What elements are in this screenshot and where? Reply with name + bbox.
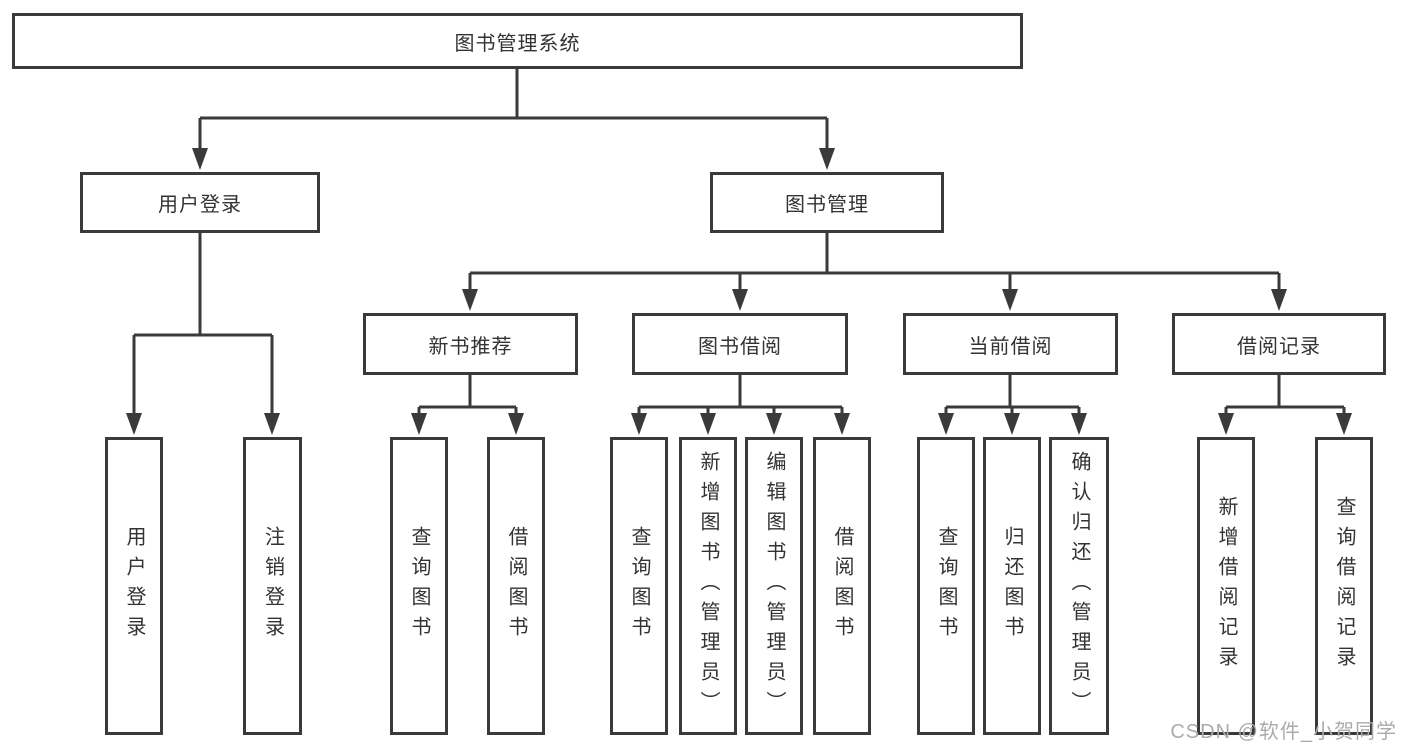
node-new-book-recommend: 新书推荐 [363,313,578,375]
csdn-watermark: CSDN @软件_小贺同学 [1170,721,1397,743]
node-leaf-user-login: 用户登录 [105,437,163,735]
node-user-login: 用户登录 [80,172,320,233]
node-book-management: 图书管理 [710,172,944,233]
connector-root-to-level1 [192,69,835,170]
connector-new-book-children [411,375,524,435]
connector-book-mgmt-children [462,233,1287,311]
connector-book-borrow-children [631,375,850,435]
node-leaf-bb-edit-books-admin: 编辑图书（管理员） [745,437,803,735]
node-leaf-br-add-record: 新增借阅记录 [1197,437,1255,735]
node-leaf-logout: 注销登录 [243,437,302,735]
connector-borrow-records-children [1218,375,1352,435]
node-leaf-br-query-record: 查询借阅记录 [1315,437,1373,735]
node-leaf-nb-borrow-books: 借阅图书 [487,437,545,735]
node-leaf-cb-confirm-return-admin: 确认归还（管理员） [1049,437,1109,735]
node-leaf-bb-query-books: 查询图书 [610,437,668,735]
node-leaf-cb-query-books: 查询图书 [917,437,975,735]
node-current-borrow: 当前借阅 [903,313,1118,375]
node-leaf-bb-borrow-books: 借阅图书 [813,437,871,735]
node-leaf-nb-query-books: 查询图书 [390,437,448,735]
connector-user-login-children [126,233,280,435]
connector-current-borrow-children [938,375,1087,435]
node-root-system: 图书管理系统 [12,13,1023,69]
node-leaf-bb-add-books-admin: 新增图书（管理员） [679,437,737,735]
node-borrow-records: 借阅记录 [1172,313,1386,375]
node-leaf-cb-return-books: 归还图书 [983,437,1041,735]
node-book-borrow: 图书借阅 [632,313,848,375]
